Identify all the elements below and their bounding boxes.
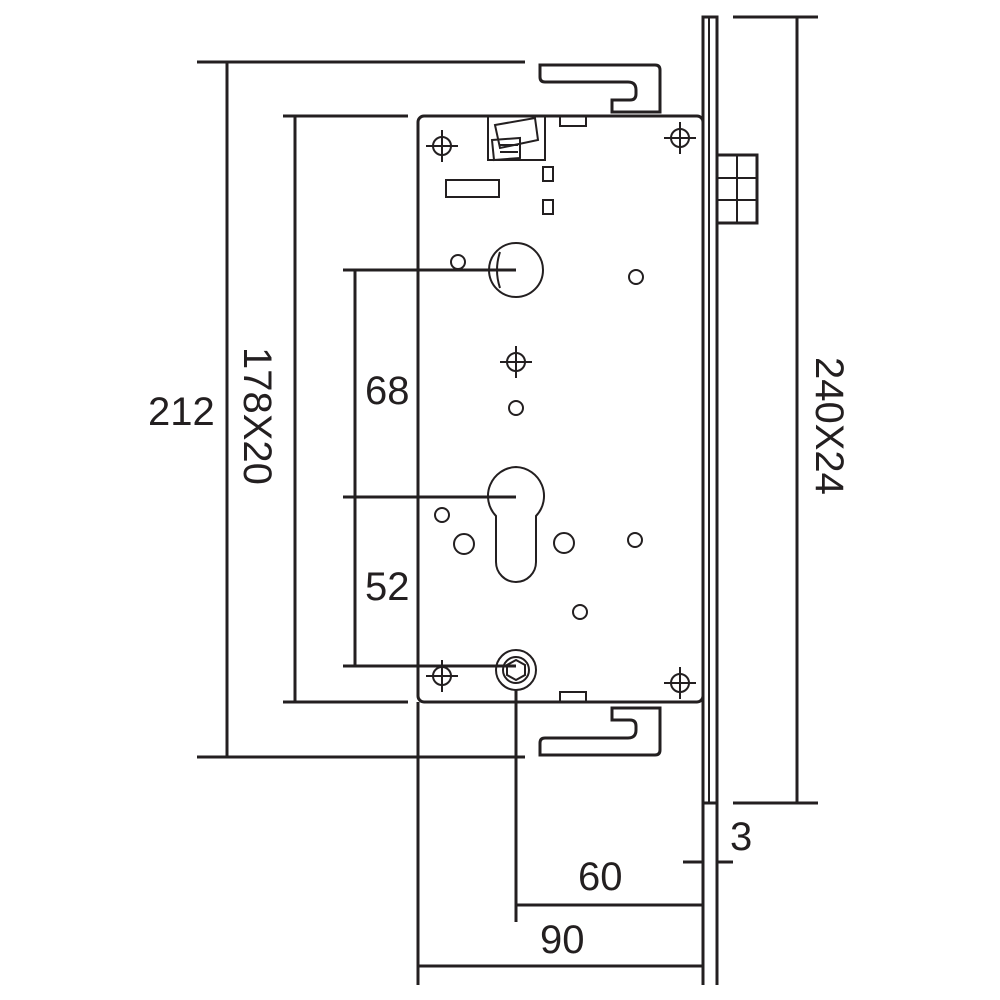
dim-case-depth bbox=[416, 702, 703, 985]
label-case-depth: 90 bbox=[540, 918, 585, 962]
slot-small-1 bbox=[542, 166, 554, 182]
label-handle-to-cylinder: 68 bbox=[365, 369, 410, 413]
faceplate bbox=[701, 15, 719, 985]
label-overall-height: 212 bbox=[148, 390, 215, 434]
bottom-hook bbox=[538, 706, 662, 757]
dim-overall-height bbox=[197, 60, 525, 759]
bottom-notch bbox=[559, 691, 587, 703]
slot-horizontal bbox=[445, 179, 500, 198]
slot-small-2 bbox=[542, 199, 554, 215]
small-holes bbox=[434, 254, 644, 620]
label-backset: 60 bbox=[578, 855, 623, 899]
follower-mechanism bbox=[487, 116, 546, 162]
lock-case bbox=[416, 114, 705, 704]
dim-centers bbox=[343, 268, 516, 668]
dim-case-height bbox=[283, 114, 408, 704]
label-cylinder-to-bottom: 52 bbox=[365, 565, 410, 609]
top-notch bbox=[559, 115, 587, 127]
label-case-height: 178X20 bbox=[235, 347, 279, 485]
dim-backset bbox=[514, 690, 703, 922]
top-hook bbox=[538, 63, 662, 114]
dim-faceplate-length bbox=[733, 15, 818, 805]
screw-crosses bbox=[426, 122, 696, 699]
label-faceplate-thickness: 3 bbox=[730, 815, 752, 859]
cylinder-hole bbox=[486, 465, 546, 583]
label-faceplate-length: 240X24 bbox=[807, 357, 851, 495]
